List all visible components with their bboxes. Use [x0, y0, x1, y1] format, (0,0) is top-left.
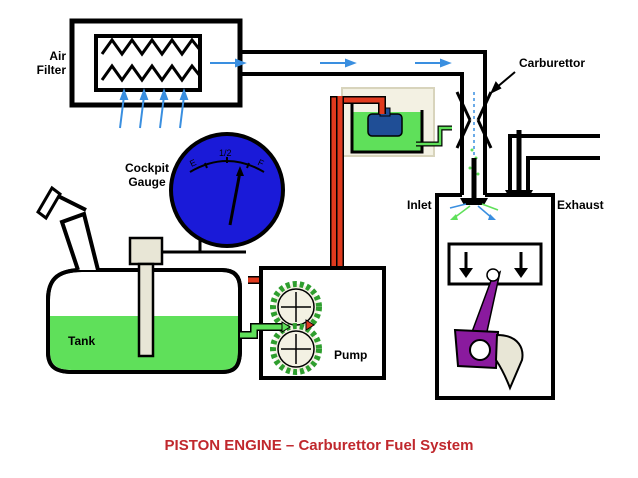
- exhaust-port: [508, 134, 600, 195]
- connecting-rod: [453, 268, 524, 391]
- tank-level-sender: [128, 236, 246, 358]
- diagram-caption: PISTON ENGINE – Carburettor Fuel System: [164, 437, 474, 454]
- exhaust-valve: [505, 130, 533, 197]
- cockpit-gauge: [169, 132, 285, 248]
- float-icon: [367, 113, 403, 137]
- pump-gear-upper: [270, 281, 322, 333]
- inlet-valve: [460, 158, 488, 205]
- intake-air-arrows: [119, 88, 189, 129]
- cockpit-gauge-label: Cockpit Gauge: [124, 161, 169, 189]
- carburettor-venturi: [455, 91, 493, 176]
- inlet-charge-arrows: [449, 203, 499, 220]
- inlet-label: Inlet: [407, 198, 432, 212]
- air-duct: [240, 50, 487, 195]
- carburettor-label: Carburettor: [519, 56, 586, 70]
- tank-filler-neck: [36, 185, 100, 271]
- air-filter-label: Air Filter: [36, 49, 66, 77]
- tank-label: Tank: [68, 334, 96, 348]
- pump-label: Pump: [334, 348, 368, 362]
- carburettor-pointer-arrow: [489, 71, 516, 95]
- gauge-needle: [228, 171, 242, 226]
- gauge-half-mark: 1/2: [219, 148, 232, 158]
- pump-gear-lower: [270, 323, 322, 375]
- duct-airflow-arrows: [210, 58, 452, 68]
- filter-element-upper: [100, 37, 202, 57]
- exhaust-label: Exhaust: [557, 198, 604, 212]
- filter-element-lower: [100, 63, 202, 83]
